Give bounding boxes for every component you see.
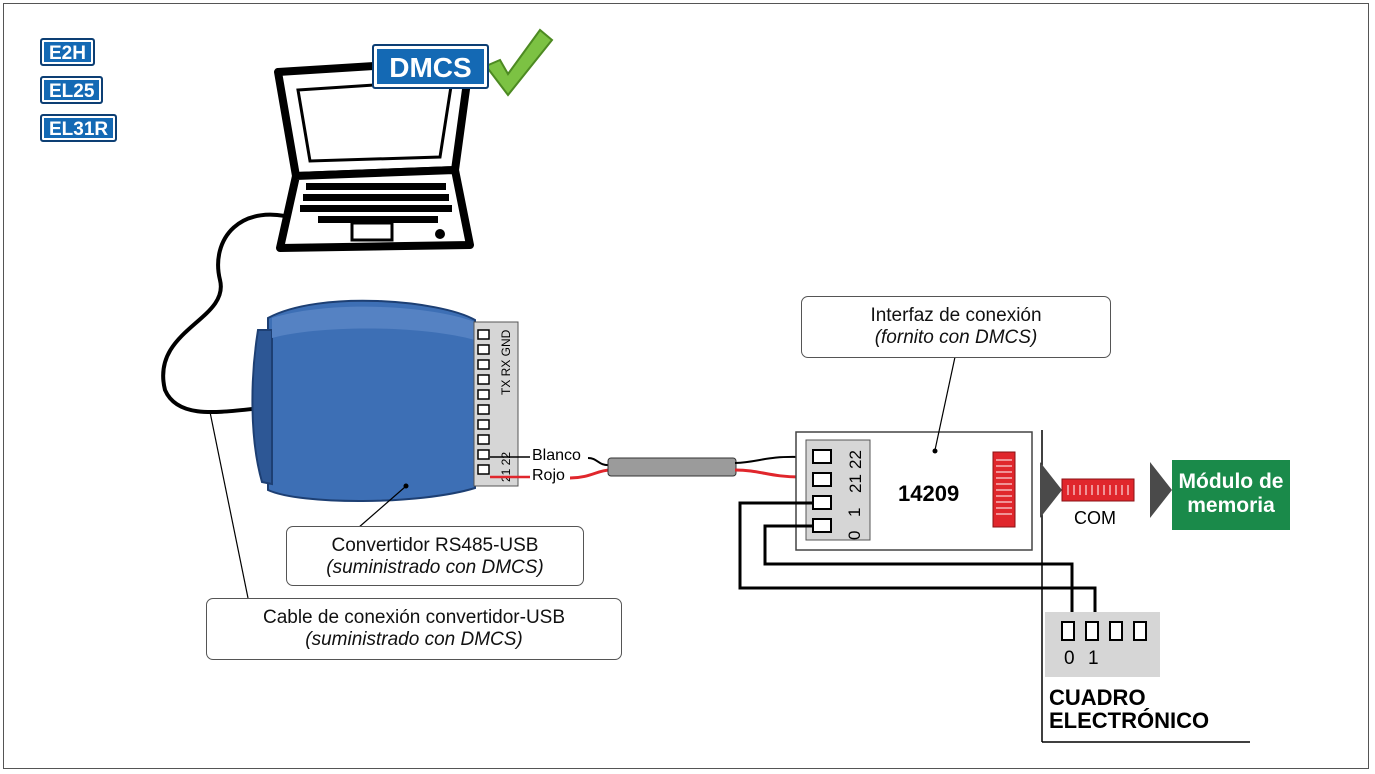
wire-terminal-1 [738, 501, 1097, 612]
wire-terminal-0 [763, 524, 1074, 612]
converter-pins-bottom-label: 21 22 [499, 452, 513, 482]
laptop-icon [274, 56, 474, 252]
board-terminal-1: 1 [1088, 648, 1099, 669]
interface-board [795, 431, 1033, 551]
module-line2: memoria [1187, 494, 1275, 517]
interface-label-title: Interfaz de conexión [870, 305, 1042, 326]
converter-pins-label: TX RX GND [499, 329, 513, 395]
badge-e2h: E2H [40, 38, 95, 66]
converter-label: Convertidor RS485-USB (suministrado con … [286, 526, 584, 586]
board-terminal-0: 0 [1064, 648, 1075, 669]
red-wire-label: Rojo [532, 467, 565, 484]
module-line1: Módulo de [1178, 470, 1284, 493]
terminal-22: 22 [846, 450, 865, 469]
cable-label-title: Cable de conexión convertidor-USB [262, 607, 566, 628]
arrow-right-icon [1040, 462, 1062, 518]
check-icon [484, 28, 554, 97]
terminal-0: 0 [845, 530, 864, 540]
dmcs-badge: DMCS [372, 44, 489, 89]
badge-el25: EL25 [40, 76, 104, 104]
usb-cable [161, 212, 301, 414]
interface-label: Interfaz de conexión (fornito con DMCS) [801, 296, 1111, 358]
com-connector [1061, 478, 1135, 502]
interface-label-subtitle: (fornito con DMCS) [874, 327, 1038, 348]
converter-label-subtitle: (suministrado con DMCS) [326, 557, 544, 578]
terminal-21: 21 [846, 474, 865, 493]
terminal-1: 1 [845, 507, 864, 517]
cable-label: Cable de conexión convertidor-USB (sumin… [206, 598, 622, 660]
board-title: CUADRO ELECTRÓNICO [1049, 686, 1209, 732]
interface-terminal-numbers: 22 21 1 0 [845, 445, 866, 541]
arrow-right-icon-2 [1150, 462, 1172, 518]
board-title-line2: ELECTRÓNICO [1049, 708, 1210, 733]
diagram-frame [3, 3, 1369, 769]
converter-device: TX RX GND 21 22 [251, 299, 519, 502]
memory-module: Módulo de memoria [1172, 460, 1290, 530]
board-title-line1: CUADRO [1049, 685, 1146, 710]
cable-label-subtitle: (suministrado con DMCS) [305, 629, 523, 650]
grey-cable [607, 457, 737, 477]
com-label: COM [1074, 508, 1116, 528]
converter-label-title: Convertidor RS485-USB [331, 535, 539, 556]
interface-code: 14209 [898, 481, 960, 506]
electronic-board [1045, 612, 1160, 677]
badge-el31r: EL31R [40, 114, 118, 142]
white-wire-label: Blanco [532, 447, 581, 464]
